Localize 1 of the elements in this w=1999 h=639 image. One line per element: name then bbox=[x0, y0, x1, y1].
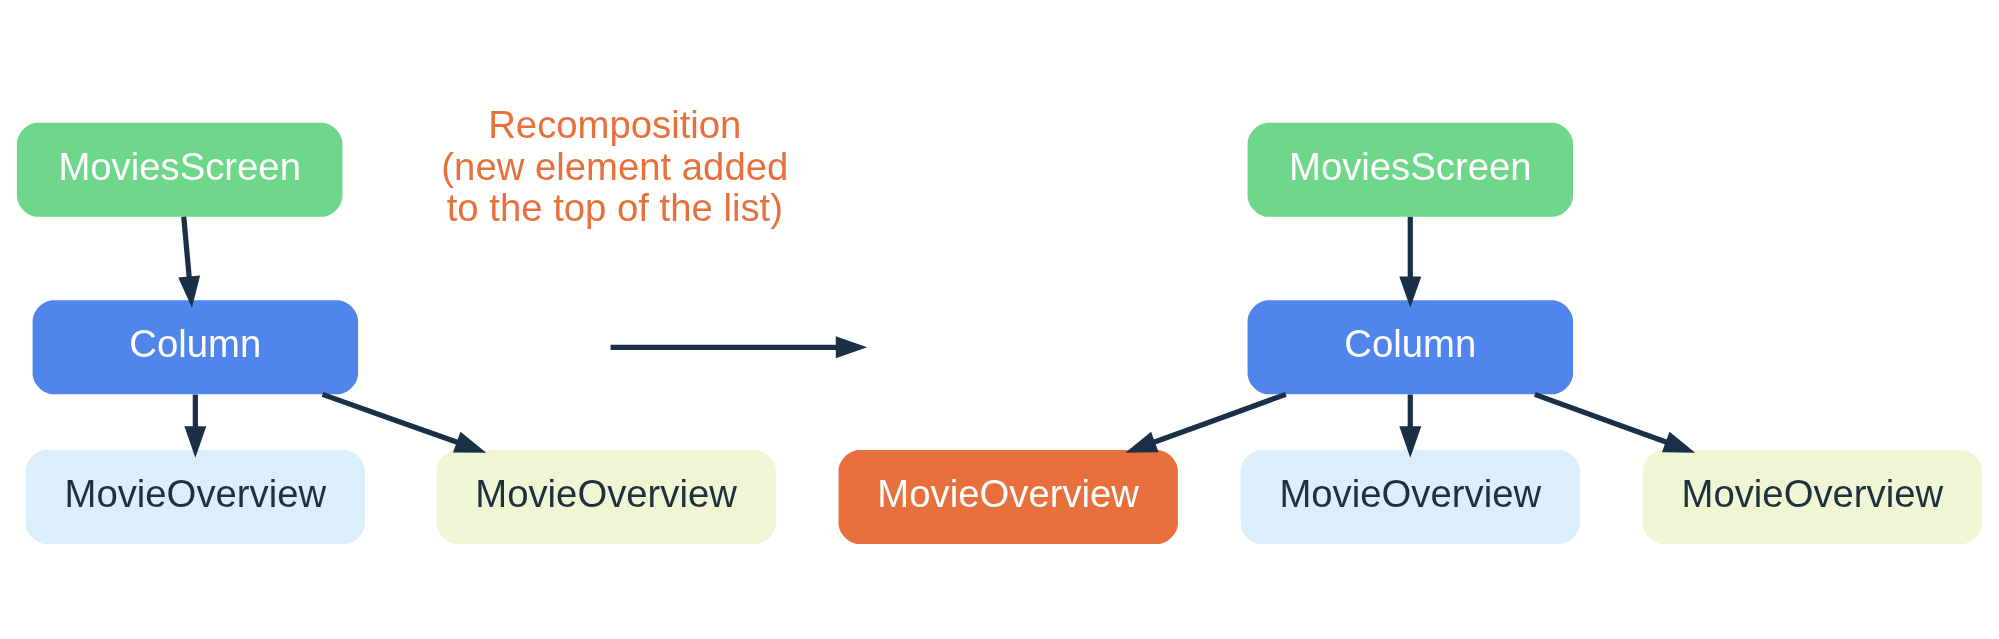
label: Recomposition (new element added to the top of the list) bbox=[441, 102, 789, 230]
